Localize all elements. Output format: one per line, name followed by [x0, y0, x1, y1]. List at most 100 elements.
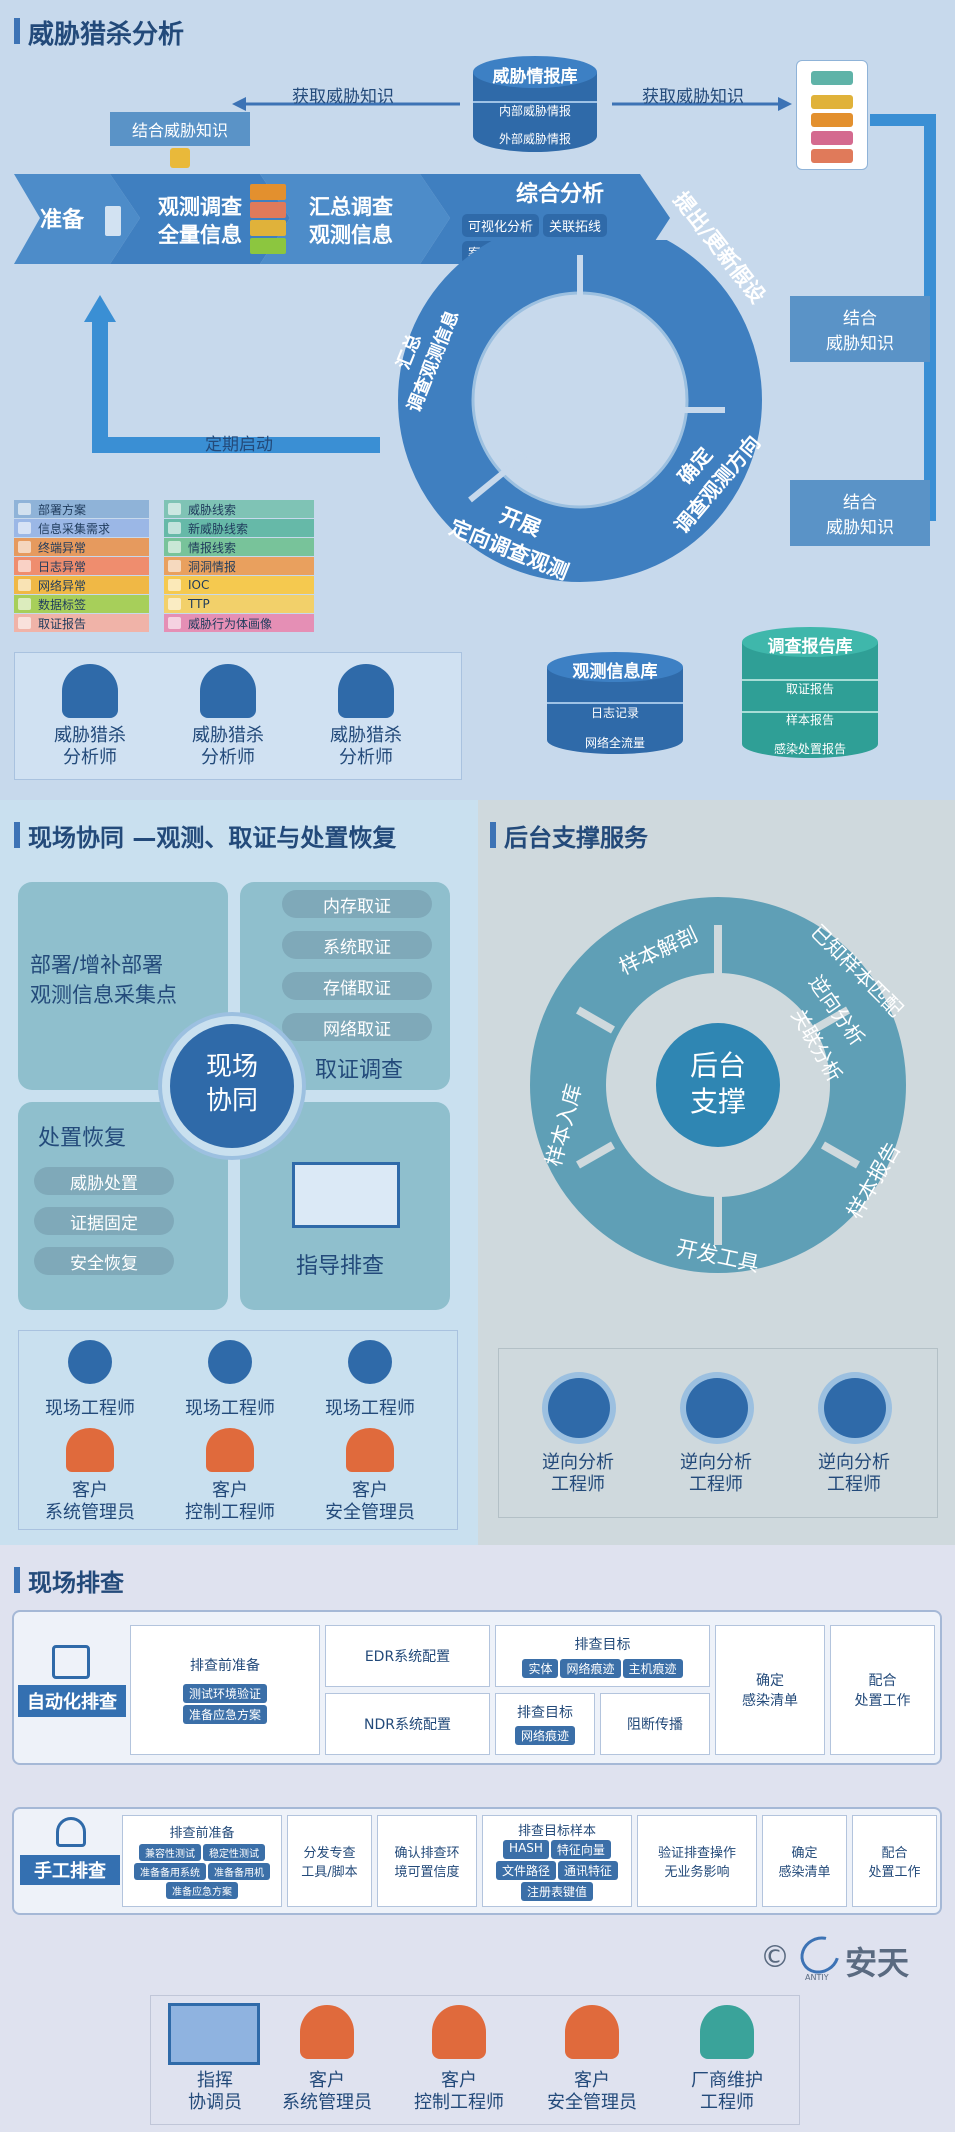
verify-op: 验证排查操作 无业务影响 [637, 1815, 757, 1907]
cooperate: 配合 处置工作 [830, 1625, 935, 1755]
analyst-label: 威胁猎杀 分析师 [54, 725, 126, 768]
threat-hunting-section: 威胁猎杀分析 威胁情报库 内部威胁情报 外部威胁情报 获取威胁知识 获取威胁知识… [0, 0, 955, 800]
get-knowledge-right-label: 获取威胁知识 [642, 87, 744, 107]
client-label: 客户 安全管理员 [325, 1480, 415, 1523]
analyst-avatar [338, 664, 394, 718]
legend: 部署方案 信息采集需求 终端异常 日志异常 网络异常 数据标签 取证报告 威胁线… [14, 500, 314, 640]
recovery-title: 处置恢复 [38, 1126, 127, 1151]
env-confidence: 确认排查环 境可置信度 [377, 1815, 477, 1907]
confirm-list: 确定 感染清单 [715, 1625, 825, 1755]
client-avatar [206, 1428, 254, 1472]
combine-knowledge-right-2: 结合 威胁知识 [790, 480, 930, 546]
report-db-title: 调查报告库 [767, 637, 853, 657]
reverse-engineer-label: 逆向分析 工程师 [680, 1452, 752, 1495]
knowledge-icon-box [796, 60, 868, 170]
reverse-people-box [498, 1348, 938, 1518]
observation-db-icon [547, 652, 683, 754]
whiteboard-icon [292, 1162, 400, 1228]
people-label: 客户 控制工程师 [414, 2070, 504, 2113]
analyst-label: 威胁猎杀 分析师 [192, 725, 264, 768]
people-label: 客户 安全管理员 [547, 2070, 637, 2113]
step-prepare: 准备 [40, 208, 85, 233]
reverse-engineer-avatar [824, 1378, 886, 1438]
client-control-avatar [432, 2005, 486, 2059]
bottom-people-box [150, 1995, 800, 2125]
observation-db-row: 日志记录 [590, 706, 639, 720]
manual-label: 手工排查 [20, 1855, 120, 1885]
combine-knowledge-top: 结合威胁知识 [110, 112, 250, 146]
client-label: 客户 控制工程师 [185, 1480, 275, 1523]
copyright-icon: © [760, 1940, 790, 1975]
report-db-row: 取证报告 [785, 682, 834, 696]
onsite-center-circle [162, 1016, 302, 1156]
step-summarize: 汇总调查 观测信息 [309, 195, 393, 247]
forensics-pill: 网络取证 [282, 1013, 432, 1041]
observation-db-row: 网络全流量 [584, 736, 645, 750]
hunting-cycle-ring [398, 240, 762, 582]
confirm-list-2: 确定 感染清单 [762, 1815, 847, 1907]
manual-pre: 排查前准备 兼容性测试稳定性测试准备备用系统准备备用机准备应急方案 [122, 1815, 282, 1907]
coordinator-avatar [168, 2003, 260, 2065]
analyst-label: 威胁猎杀 分析师 [330, 725, 402, 768]
cooperate-2: 配合 处置工作 [852, 1815, 937, 1907]
threat-intel-db-icon [473, 56, 597, 152]
external-intel-label: 外部威胁情报 [498, 132, 571, 146]
target2: 排查目标 网络痕迹 [495, 1693, 595, 1755]
analyst-avatar [200, 664, 256, 718]
deploy-text: 部署/增补部署 观测信息采集点 [30, 953, 177, 1007]
section-title-hunting: 威胁猎杀分析 [14, 14, 184, 51]
target1: 排查目标 实体网络痕迹主机痕迹 [495, 1625, 710, 1687]
forensics-pill: 系统取证 [282, 931, 432, 959]
client-avatar [346, 1428, 394, 1472]
auto-label: 自动化排查 [18, 1685, 126, 1717]
section-title-backend: 后台支撑服务 [490, 818, 648, 853]
brand-sub: ANTIY [805, 1973, 829, 1982]
knowledge-token-icon [170, 148, 190, 168]
forensics-title: 取证调查 [315, 1058, 404, 1083]
client-avatar [66, 1428, 114, 1472]
recovery-pill: 安全恢复 [34, 1247, 174, 1275]
recovery-pill: 威胁处置 [34, 1167, 174, 1195]
report-db-icon [742, 627, 878, 758]
step-observe: 观测调查 全量信息 [158, 195, 242, 247]
combine-knowledge-right-1: 结合 威胁知识 [790, 296, 930, 362]
reverse-engineer-label: 逆向分析 工程师 [542, 1452, 614, 1495]
brand-name: 安天 [845, 1944, 910, 1982]
onsite-center-text: 现场 协同 [205, 1052, 258, 1116]
report-db-row: 感染处置报告 [773, 742, 846, 756]
get-knowledge-left-label: 获取威胁知识 [292, 87, 394, 107]
section-title-onsite: 现场协同 —观测、取证与处置恢复 [14, 818, 396, 853]
reverse-engineer-avatar [686, 1378, 748, 1438]
reverse-engineer-label: 逆向分析 工程师 [818, 1452, 890, 1495]
backend-support-section: 后台支撑服务 后台 支撑 样本解剖 已知样本匹配 逆向分析 关联分析 样本报告 … [478, 800, 955, 1545]
periodic-start-label: 定期启动 [205, 435, 273, 455]
dispatch-tools: 分发专查 工具/脚本 [287, 1815, 372, 1907]
ndr-config: NDR系统配置 [325, 1693, 490, 1755]
guide-title: 指导排查 [296, 1254, 385, 1279]
forensics-pill: 内存取证 [282, 890, 432, 918]
analysis-title: 综合分析 [515, 182, 604, 207]
engineer-avatar [348, 1340, 392, 1384]
client-label: 客户 系统管理员 [45, 1480, 135, 1523]
backend-ring [530, 897, 906, 1273]
engineer-label: 现场工程师 [325, 1398, 415, 1419]
section-title-inspection: 现场排查 [14, 1563, 124, 1598]
legend-item: 部署方案 [14, 500, 149, 518]
people-label: 厂商维护 工程师 [691, 2070, 763, 2113]
reverse-engineer-avatar [548, 1378, 610, 1438]
engineer-label: 现场工程师 [185, 1398, 275, 1419]
vendor-engineer-avatar [700, 2005, 754, 2059]
people-label: 客户 系统管理员 [282, 2070, 372, 2113]
auto-pre: 排查前准备 测试环境验证 准备应急方案 [130, 1625, 320, 1755]
people-label: 指挥 协调员 [188, 2070, 242, 2113]
engineer-label: 现场工程师 [45, 1398, 135, 1419]
observation-db-title: 观测信息库 [572, 662, 658, 682]
recovery-pill: 证据固定 [34, 1207, 174, 1235]
analysis-tag: 可视化分析 [462, 214, 540, 237]
auto-icon [52, 1645, 90, 1679]
engineer-avatar [68, 1340, 112, 1384]
prepare-doc-icon [105, 206, 121, 236]
block-spread: 阻断传播 [600, 1693, 710, 1755]
internal-intel-label: 内部威胁情报 [498, 104, 571, 118]
